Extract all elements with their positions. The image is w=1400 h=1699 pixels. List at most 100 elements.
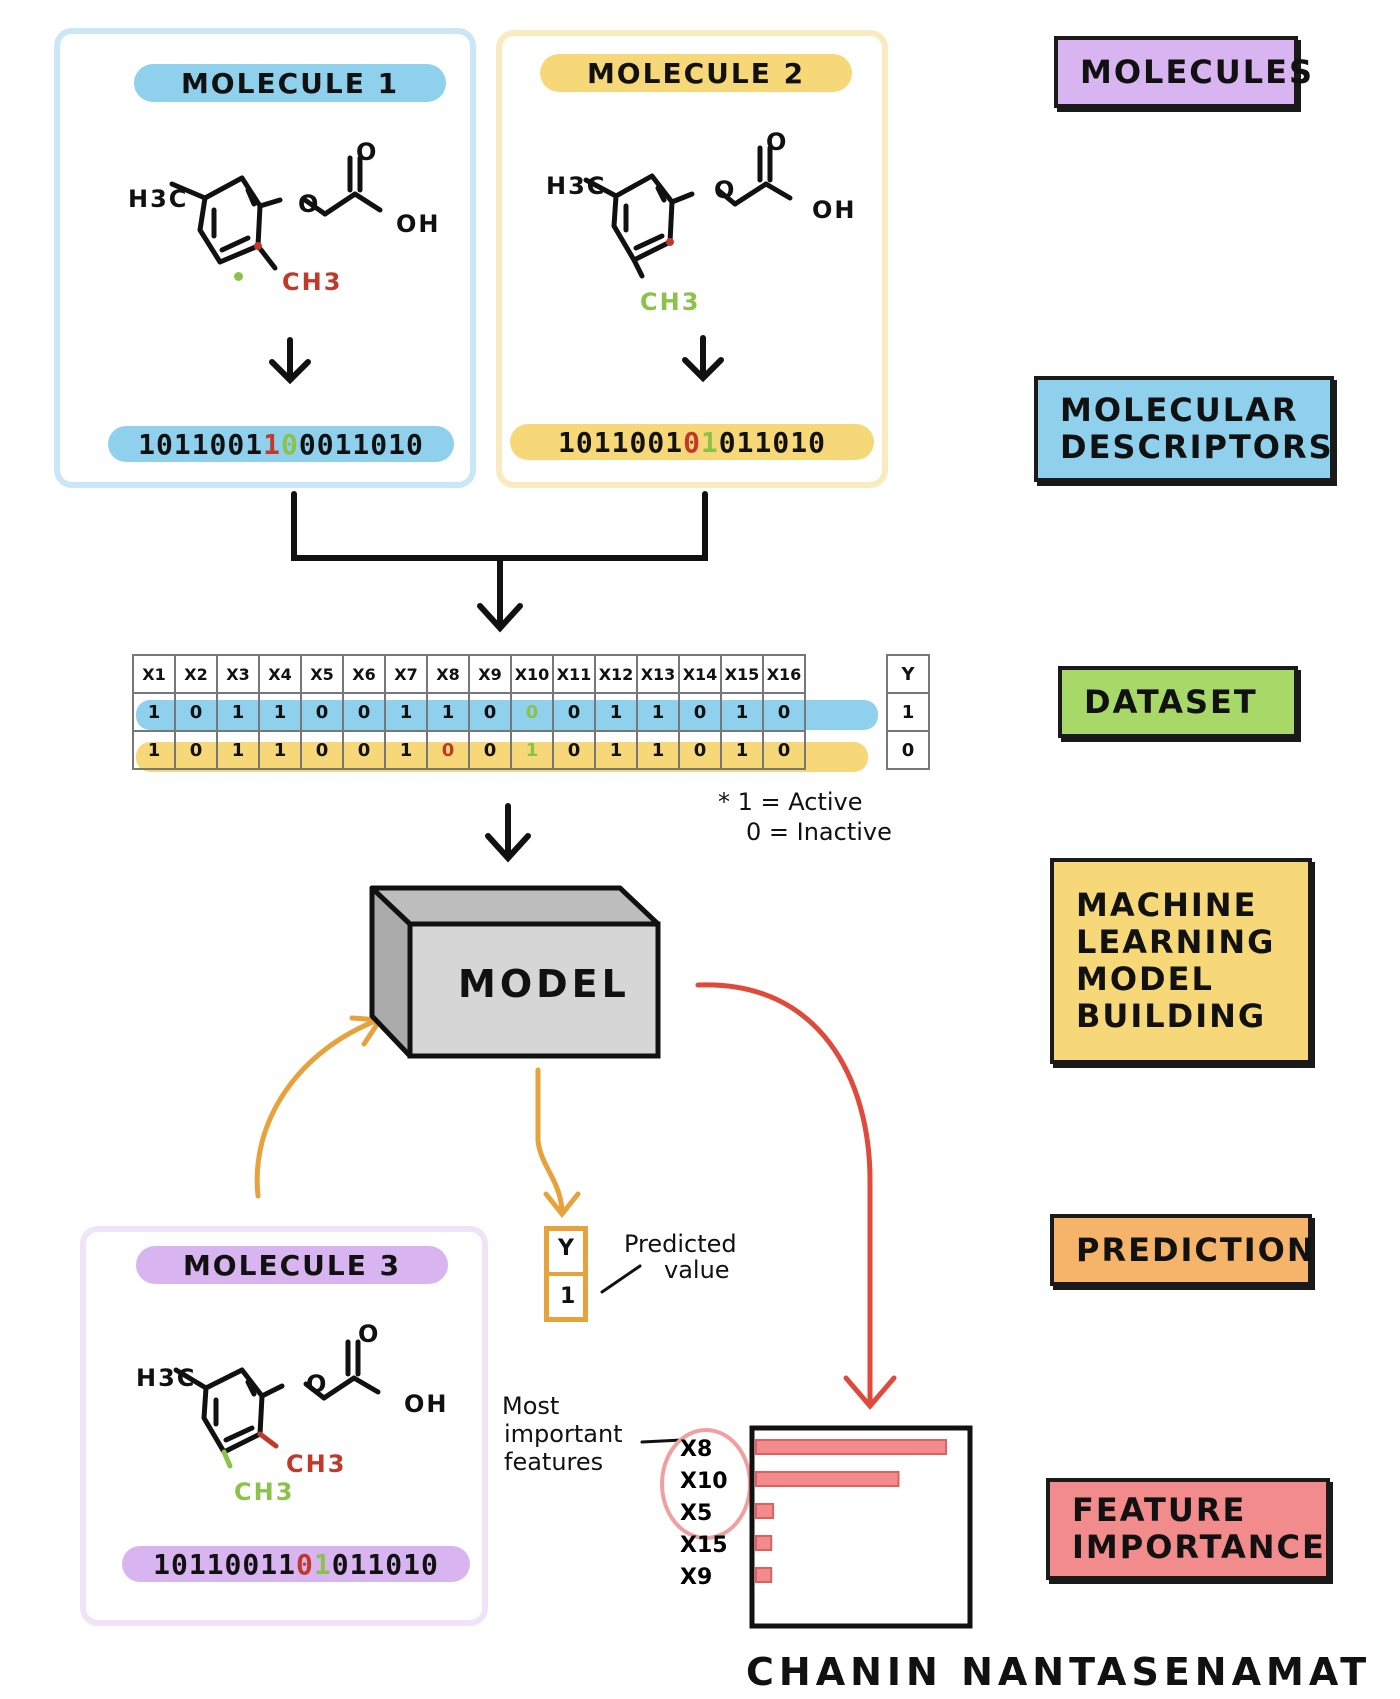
dataset-cell: 0 — [552, 692, 596, 732]
stage-fi-l2: IMPORTANCE — [1072, 1528, 1326, 1566]
fi-bar-x9 — [755, 1567, 773, 1583]
molecule3-panel — [80, 1226, 488, 1626]
stage-ml-model-building: MACHINE LEARNING MODEL BUILDING — [1050, 858, 1312, 1064]
molecule3-carbonyl-o: O — [358, 1320, 381, 1348]
dataset-cell: 1 — [720, 730, 764, 770]
dataset-cell: 1 — [258, 692, 302, 732]
dataset-cell: 1 — [132, 730, 176, 770]
dataset-cell: 0 — [762, 692, 806, 732]
arrow-mol2-down — [682, 335, 724, 383]
molecule1-ch3: CH3 — [282, 268, 343, 296]
dataset-cell: 1 — [216, 730, 260, 770]
molecule3-title: MOLECULE 3 — [136, 1246, 448, 1284]
dataset-y-table: Y 1 0 — [886, 654, 930, 770]
dataset-header-cell: X2 — [174, 654, 218, 694]
stage-prediction: PREDICTION — [1050, 1214, 1314, 1286]
stage-ml-l2: LEARNING — [1076, 923, 1276, 962]
dataset-cell: 1 — [636, 692, 680, 732]
dataset-cell: 0 — [342, 730, 386, 770]
molecule1-title: MOLECULE 1 — [134, 64, 446, 102]
arrow-mol3-model — [254, 1015, 385, 1199]
stage-ml-l4: BUILDING — [1076, 996, 1267, 1035]
arrow-dataset-model — [485, 803, 531, 863]
molecule1-panel — [54, 28, 476, 488]
dataset-header-cell: X9 — [468, 654, 512, 694]
dataset-cell: 0 — [510, 692, 554, 732]
molecule2-structure — [583, 145, 793, 279]
dataset-header-cell: X13 — [636, 654, 680, 694]
dataset-y-row1: 1 — [886, 692, 930, 732]
arrow-mol1-down — [269, 337, 311, 385]
dataset-header-cell: X16 — [762, 654, 806, 694]
dataset-header-cell: X15 — [720, 654, 764, 694]
fi-label-x8: X8 — [680, 1437, 712, 1462]
molecule1-green-dot — [234, 272, 243, 281]
dataset-legend-inactive: 0 = Inactive — [746, 818, 892, 846]
molecule2-ch3: CH3 — [640, 288, 701, 316]
dataset-header-cell: X8 — [426, 654, 470, 694]
molecule2-h3c: H3C — [546, 172, 607, 200]
molecule1-o: O — [298, 190, 321, 218]
dataset-header-cell: X12 — [594, 654, 638, 694]
molecule3-ch3-green: CH3 — [234, 1478, 295, 1506]
dataset-header-cell: X6 — [342, 654, 386, 694]
molecule2-panel — [496, 30, 888, 488]
dataset-cell: 1 — [132, 692, 176, 732]
dataset-cell: 1 — [594, 692, 638, 732]
dataset-cell: 0 — [300, 730, 344, 770]
arrow-model-importance — [695, 982, 897, 1410]
dataset-cell: 0 — [174, 692, 218, 732]
dataset-cell: 0 — [174, 730, 218, 770]
molecule2-oh: OH — [812, 196, 857, 224]
dataset-cell: 0 — [762, 730, 806, 770]
model-label: MODEL — [458, 962, 630, 1006]
dataset-cell: 1 — [636, 730, 680, 770]
dataset-header-cell: X1 — [132, 654, 176, 694]
stage-ml-l3: MODEL — [1076, 960, 1214, 998]
fi-label-x9: X9 — [680, 1565, 712, 1590]
important-pointer — [640, 1438, 684, 1444]
author-signature: CHANIN NANTASENAMAT — [746, 1650, 1372, 1694]
molecule3-structure — [173, 1339, 381, 1469]
molecule1-oh: OH — [396, 210, 441, 238]
prediction-caption-l1: Predicted — [624, 1230, 737, 1258]
predicted-pointer — [600, 1264, 642, 1294]
fi-bar-x10 — [755, 1471, 900, 1487]
dataset-cell: 1 — [594, 730, 638, 770]
stage-molecules: MOLECULES — [1054, 36, 1312, 108]
dataset-cell: 1 — [384, 730, 428, 770]
fi-label-x15: X15 — [680, 1533, 728, 1558]
dataset-cell: 0 — [342, 692, 386, 732]
dataset-cell: 1 — [258, 730, 302, 770]
molecule2-carbonyl-o: O — [766, 128, 789, 156]
fi-label-x5: X5 — [680, 1501, 712, 1526]
dataset-header-cell: X11 — [552, 654, 596, 694]
molecule1-structure — [169, 155, 383, 271]
prediction-caption-l2: value — [664, 1256, 730, 1284]
dataset-header-cell: X5 — [300, 654, 344, 694]
dataset-header-cell: X7 — [384, 654, 428, 694]
stage-molecular-descriptors: MOLECULAR DESCRIPTORS — [1034, 376, 1334, 482]
stage-descriptors-l1: MOLECULAR — [1060, 391, 1299, 430]
molecule3-ch3-red: CH3 — [286, 1450, 347, 1478]
fi-caption-l2: important — [504, 1420, 623, 1448]
stage-fi-l1: FEATURE — [1072, 1491, 1247, 1530]
model-box — [369, 885, 661, 1059]
prediction-value: 1 — [560, 1284, 578, 1309]
prediction-divider — [544, 1272, 588, 1276]
fi-caption-l1: Most — [502, 1392, 560, 1420]
dataset-cell: 1 — [720, 692, 764, 732]
dataset-cell: 0 — [678, 730, 722, 770]
dataset-cell: 0 — [552, 730, 596, 770]
dataset-cell: 1 — [510, 730, 554, 770]
dataset-header-cell: X3 — [216, 654, 260, 694]
molecule3-oh: OH — [404, 1390, 449, 1418]
prediction-y-header: Y — [558, 1236, 576, 1261]
